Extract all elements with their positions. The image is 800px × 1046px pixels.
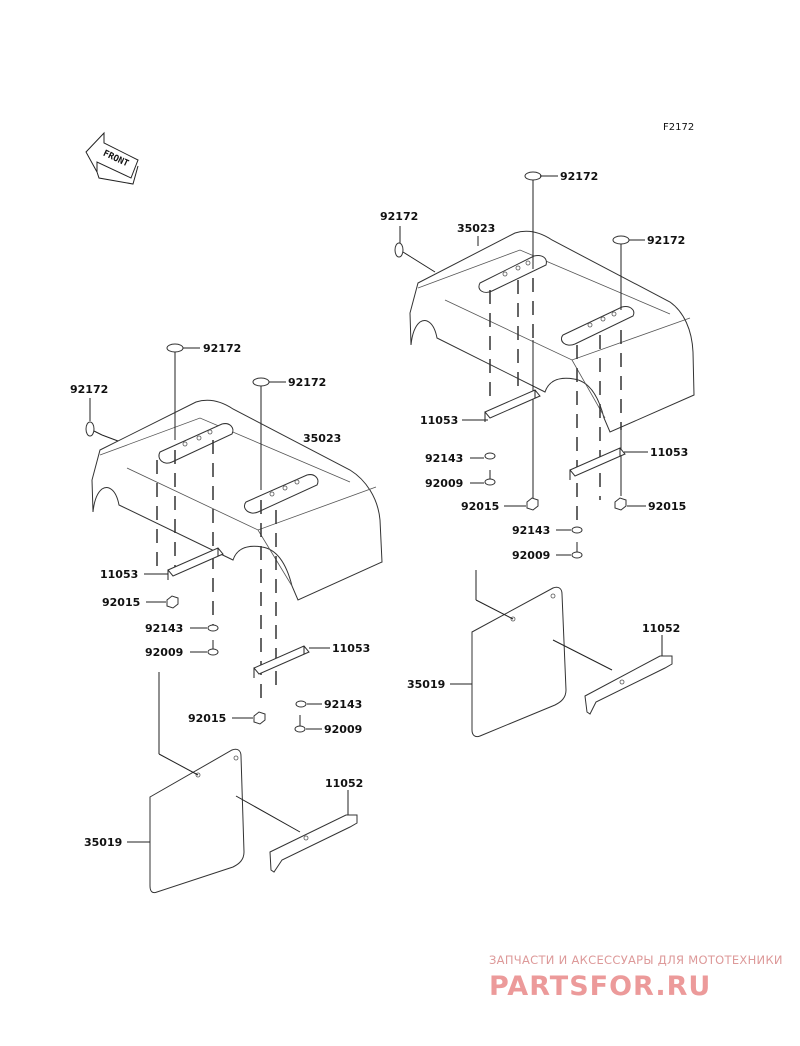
label-92143-r-upper: 92143: [425, 452, 463, 465]
nut-92015-l-upper: [166, 595, 179, 609]
label-92143-l-upper: 92143: [145, 622, 183, 635]
label-92009-r-upper: 92009: [425, 477, 463, 490]
watermark-caption: ЗАПЧАСТИ И АКСЕССУАРЫ ДЛЯ МОТОТЕХНИКИ: [489, 953, 783, 967]
bracket-11053-lower: [569, 447, 626, 480]
nut-92015-center: [526, 497, 539, 511]
mud-flap-35019-left: [149, 748, 245, 894]
bolt-92172-l-left: [85, 421, 103, 437]
bolt-92172-l-top: [166, 343, 184, 360]
nut-92143-l-upper: [207, 624, 219, 632]
label-11053-l-upper: 11053: [100, 568, 138, 581]
nut-92015-right: [614, 497, 627, 511]
label-11053-l-lower: 11053: [332, 642, 370, 655]
bolt-92009-l-upper: [207, 640, 219, 656]
label-92172-r-left: 92172: [380, 210, 418, 223]
label-35023-l: 35023: [303, 432, 341, 445]
bracket-11053-upper: [484, 389, 541, 422]
watermark: ЗАПЧАСТИ И АКСЕССУАРЫ ДЛЯ МОТОТЕХНИКИ PA…: [489, 953, 783, 1002]
stay-11052-left: [269, 814, 358, 873]
label-92015-r-center: 92015: [461, 500, 499, 513]
left-fender-assembly: 92172 92172 92172 35023 11053 92015 9214…: [70, 342, 383, 894]
label-35019-r: 35019: [407, 678, 445, 691]
bolt-92172-top: [524, 171, 542, 188]
label-92009-l-upper: 92009: [145, 646, 183, 659]
label-92143-r-lower: 92143: [512, 524, 550, 537]
watermark-logo: PARTSFOR.RU: [489, 971, 711, 1002]
label-92015-l-upper: 92015: [102, 596, 140, 609]
label-92009-r-lower: 92009: [512, 549, 550, 562]
bracket-11053-l-upper: [167, 547, 224, 580]
right-fender: [409, 230, 695, 433]
bracket-11053-l-lower: [253, 645, 310, 678]
label-11053-r-lower: 11053: [650, 446, 688, 459]
label-35023-r: 35023: [457, 222, 495, 235]
bolt-92172-l-right: [252, 377, 270, 394]
label-92172-l-top: 92172: [203, 342, 241, 355]
nut-92143-l-lower: [295, 700, 307, 708]
front-arrow-icon: FRONT: [85, 131, 139, 185]
label-35019-l: 35019: [84, 836, 122, 849]
label-11052-l: 11052: [325, 777, 363, 790]
nut-92143-upper: [484, 452, 496, 460]
label-92143-l-lower: 92143: [324, 698, 362, 711]
label-92009-l-lower: 92009: [324, 723, 362, 736]
label-11052-r: 11052: [642, 622, 680, 635]
right-fender-assembly: 92172 35023 92172 92172 11053 92143 9200…: [380, 170, 695, 738]
label-92172-l-left: 92172: [70, 383, 108, 396]
nut-92015-l-lower: [253, 711, 266, 725]
bolt-92172-right: [612, 235, 630, 252]
label-11053-r-upper: 11053: [420, 414, 458, 427]
diagram-code: F2172: [663, 122, 694, 133]
bolt-92009-lower: [571, 542, 583, 559]
mud-flap-35019-right: [471, 586, 567, 738]
label-92015-r-right: 92015: [648, 500, 686, 513]
label-92015-l-lower: 92015: [188, 712, 226, 725]
bolt-92172-left: [394, 242, 412, 258]
bolt-92009-l-lower: [294, 715, 306, 733]
label-92172-r-top: 92172: [560, 170, 598, 183]
label-92172-r-right: 92172: [647, 234, 685, 247]
bolt-92009-upper: [484, 470, 496, 486]
nut-92143-lower: [571, 526, 583, 534]
stay-11052-right: [584, 655, 673, 715]
label-92172-l-right: 92172: [288, 376, 326, 389]
